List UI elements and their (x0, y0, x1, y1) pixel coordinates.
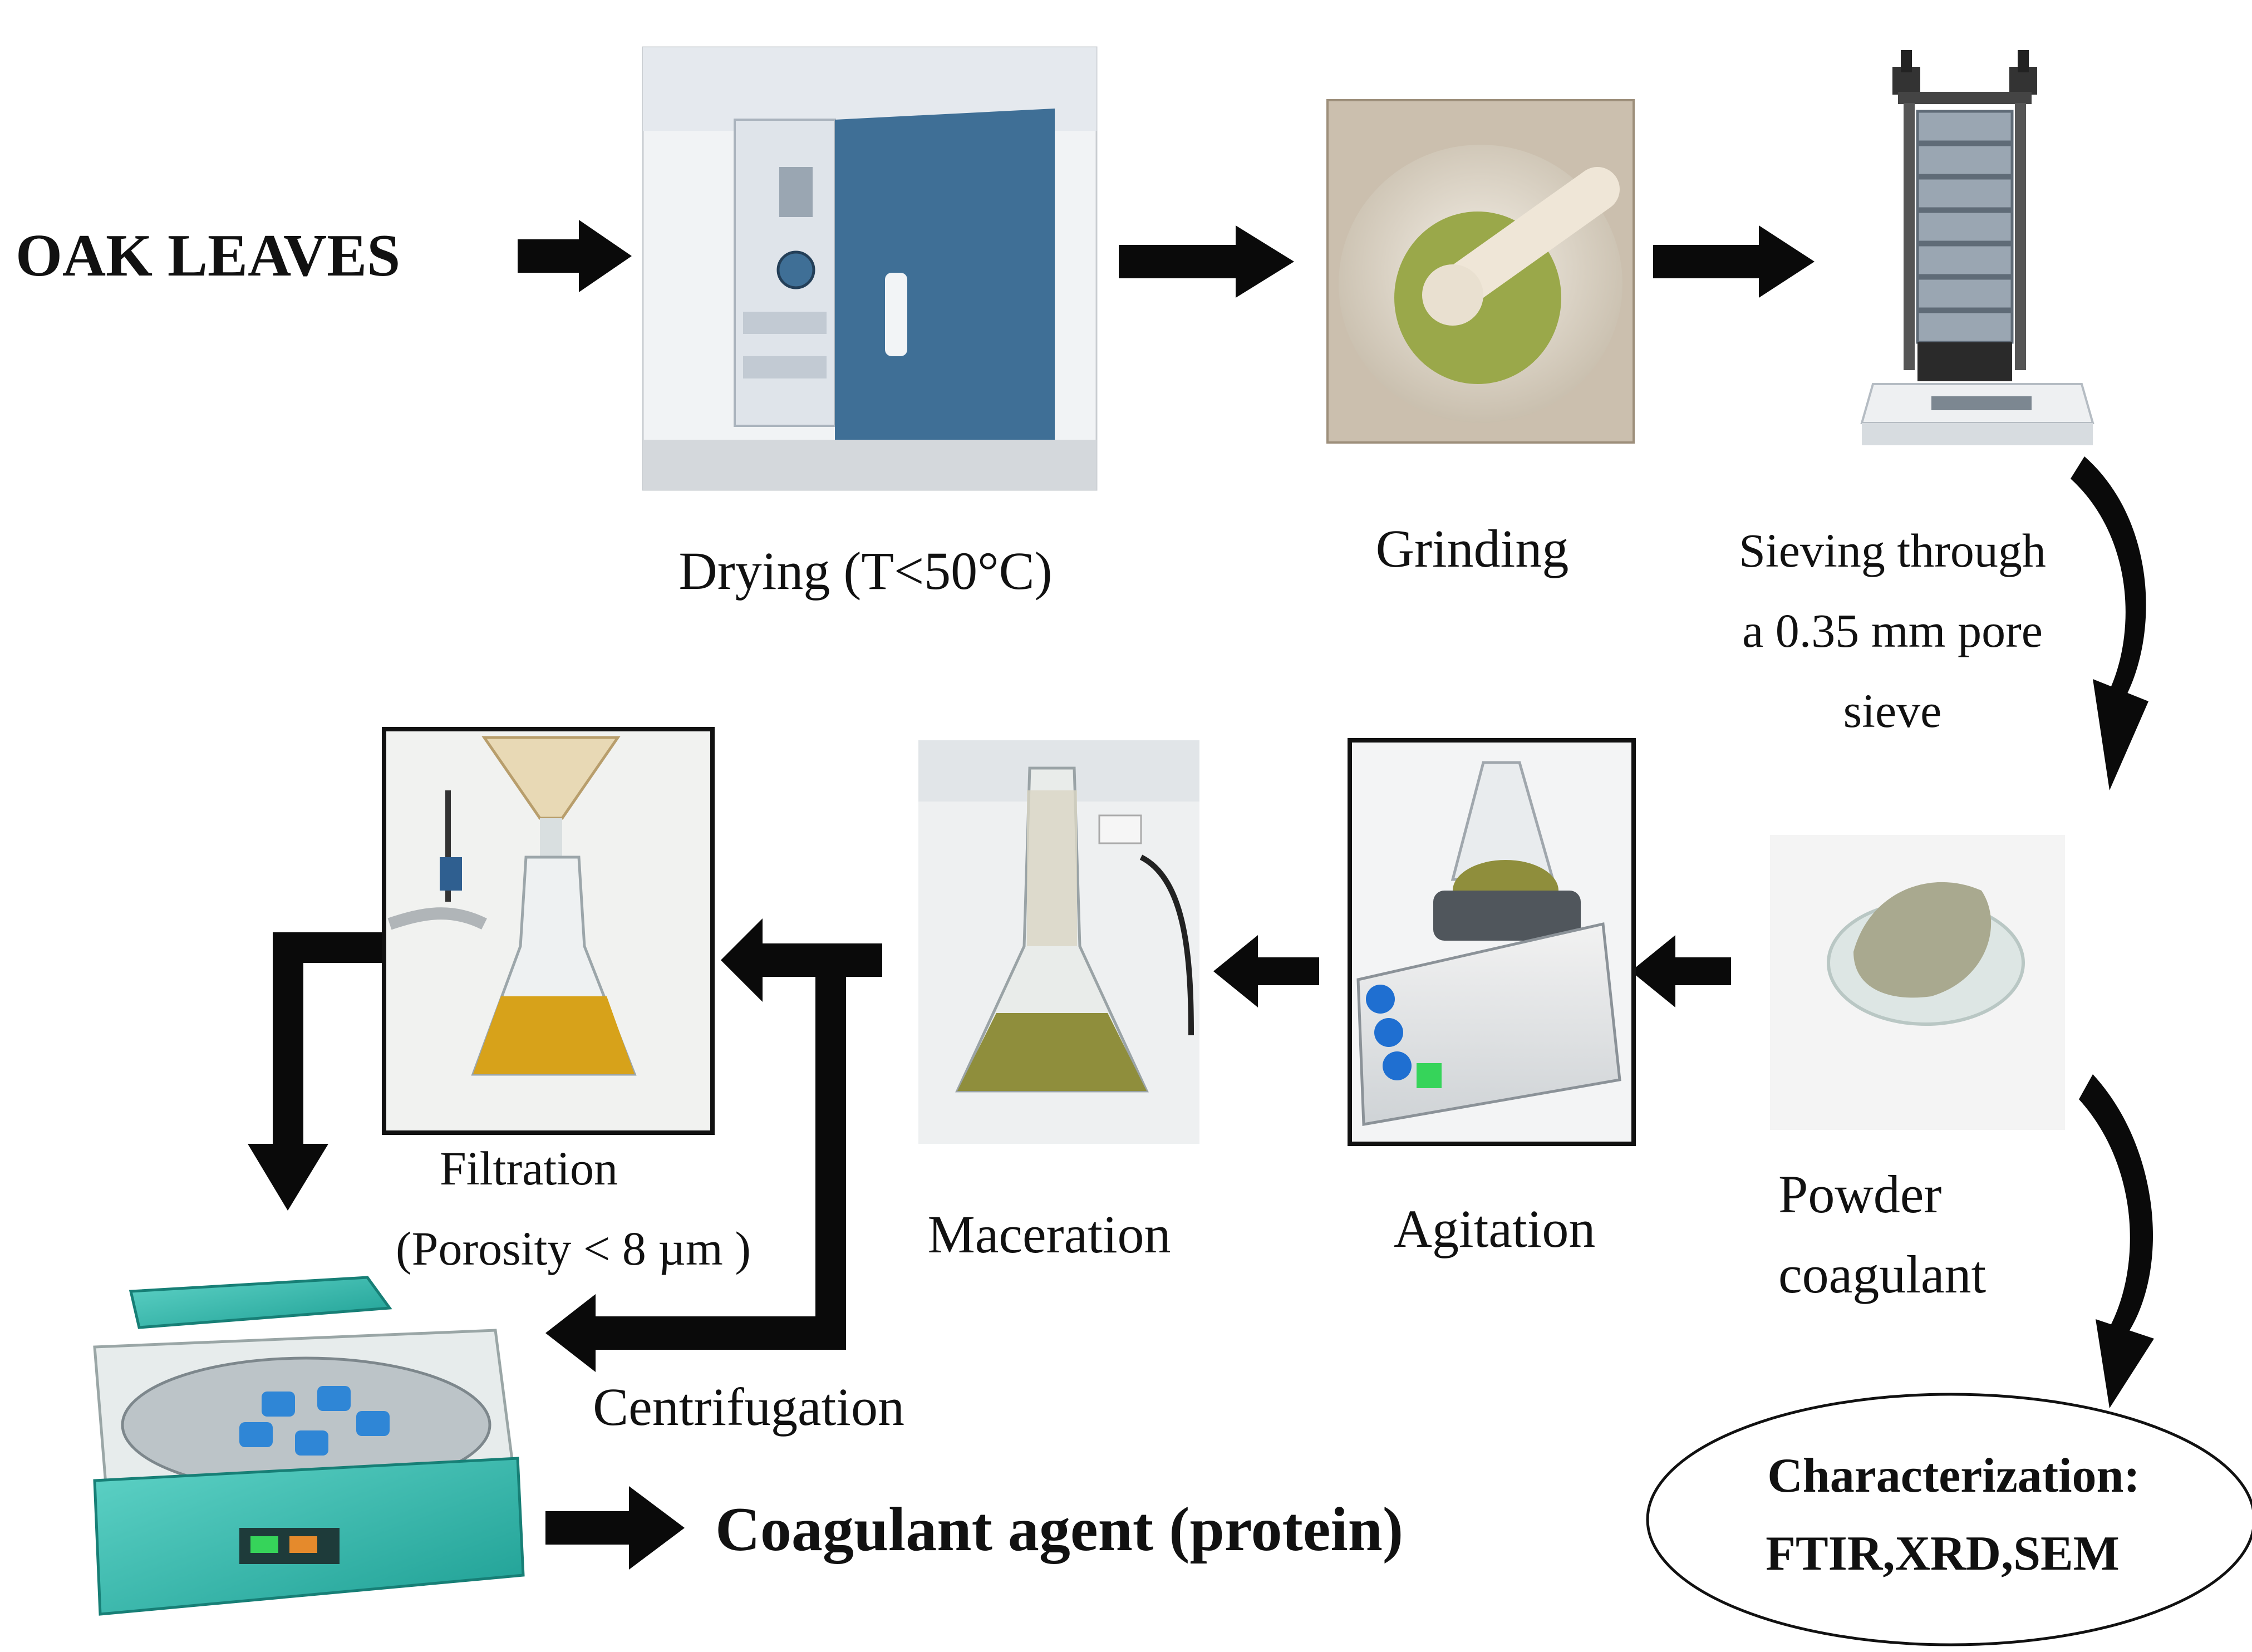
oak-leaves-label: OAK LEAVES (16, 223, 400, 289)
product-label: Coagulant agent (protein) (715, 1495, 1403, 1564)
curved-arrowhead-sieve (2093, 679, 2148, 790)
grinding-mortar-image (1326, 99, 1635, 444)
grinding-label: Grinding (1376, 519, 1569, 578)
filtration-label-line2: (Porosity < 8 µm ) (396, 1222, 751, 1275)
characterization-line2: FTIR,XRD,SEM (1766, 1527, 2120, 1581)
centrifugation-label: Centrifugation (593, 1377, 904, 1437)
characterization-ellipse (1646, 1393, 2252, 1646)
arrow-to-centrifuge (545, 1294, 846, 1372)
drying-label: Drying (T<50°C) (678, 541, 1052, 601)
arrow-maceration-to-filtration (721, 918, 882, 1002)
connector-vertical (815, 960, 846, 1347)
maceration-flask-image (918, 740, 1199, 1144)
agitation-label: Agitation (1394, 1199, 1596, 1258)
curved-arrowhead-characterization (2096, 1319, 2154, 1408)
arrows (248, 220, 1815, 1570)
arrow-powder-to-agitation (1631, 935, 1731, 1007)
curved-arrow-sieve-to-powder (2071, 456, 2146, 696)
arrow-oak-to-drying (518, 220, 632, 292)
centrifuge-image (93, 1276, 525, 1616)
arrow-filtration-down (248, 932, 328, 1211)
sieve-shaker-image (1860, 50, 2094, 445)
drying-oven-image (642, 46, 1098, 491)
powder-label-line1: Powder (1778, 1164, 1941, 1224)
arrow-to-product (545, 1486, 685, 1570)
arrow-agitation-to-maceration (1213, 935, 1319, 1007)
powder-coagulant-image (1770, 835, 2065, 1130)
powder-label-line2: coagulant (1778, 1245, 1987, 1304)
sieving-label-line2: a 0.35 mm pore (1742, 604, 2043, 657)
sieving-label-line1: Sieving through (1739, 524, 2046, 577)
characterization-line1: Characterization: (1767, 1449, 2140, 1503)
filtration-flask-image (382, 727, 715, 1135)
curved-arrow-powder-to-characterization (2079, 1074, 2153, 1336)
sieving-label-line3: sieve (1843, 684, 1942, 738)
filtration-label-line1: Filtration (440, 1142, 618, 1195)
arrow-drying-to-grinding (1119, 225, 1294, 298)
arrow-grinding-to-sieving (1653, 225, 1815, 298)
maceration-label: Maceration (927, 1204, 1171, 1264)
agitation-stirrer-image (1348, 738, 1636, 1146)
